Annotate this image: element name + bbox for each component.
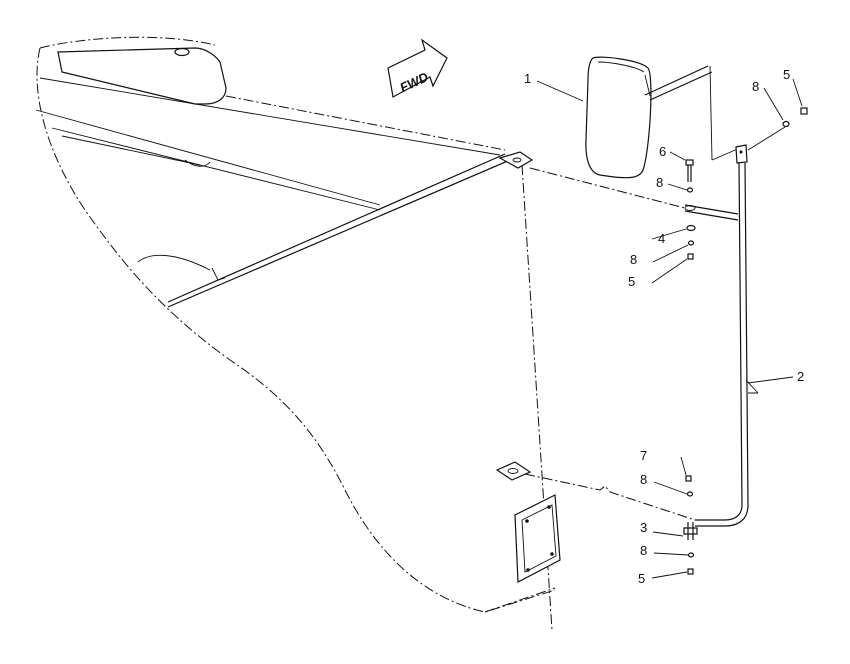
lower-mount-icon [683,527,698,535]
lockwasher-d-icon [687,552,695,558]
lockwasher-b-icon [687,240,695,246]
callout-nut-bottom: 5 [638,571,645,586]
callout-bolt-lower: 7 [640,448,647,463]
callouts: 1 2 3 4 5 5 5 6 7 8 8 8 8 8 [524,67,804,586]
callout-washer: 4 [658,231,665,246]
lockwasher-top-icon [782,120,790,128]
nut-top-icon [800,107,808,115]
hardware [683,107,808,575]
mirror [585,56,741,179]
door-plate [514,494,561,583]
bolt-lower-icon [685,475,692,482]
callout-nut-mid: 5 [628,274,635,289]
upper-mount-pad [498,151,534,169]
callout-bolt: 6 [659,144,666,159]
callout-mirror: 1 [524,71,531,86]
lockwasher-c-icon [686,491,694,497]
leader-lines [536,78,803,579]
callout-mount-lower: 3 [640,520,647,535]
lockwasher-a-icon [686,187,694,193]
callout-lockwasher-d: 8 [640,543,647,558]
callout-rod: 2 [797,369,804,384]
callout-nut-top: 5 [783,67,790,82]
bolt-head [685,159,694,166]
callout-lockwasher-top: 8 [752,79,759,94]
forward-arrow-icon: FWD [387,38,448,98]
nut-mid-icon [687,253,694,260]
callout-lockwasher-a: 8 [656,175,663,190]
callout-lockwasher-b: 8 [630,252,637,267]
mirror-rod [524,144,749,527]
nut-bottom-icon [687,568,694,575]
callout-lockwasher-c: 8 [640,472,647,487]
deck-hole [174,47,190,57]
lower-mount-pad [495,461,532,481]
washer-icon [686,224,696,232]
machine-body [35,36,561,631]
